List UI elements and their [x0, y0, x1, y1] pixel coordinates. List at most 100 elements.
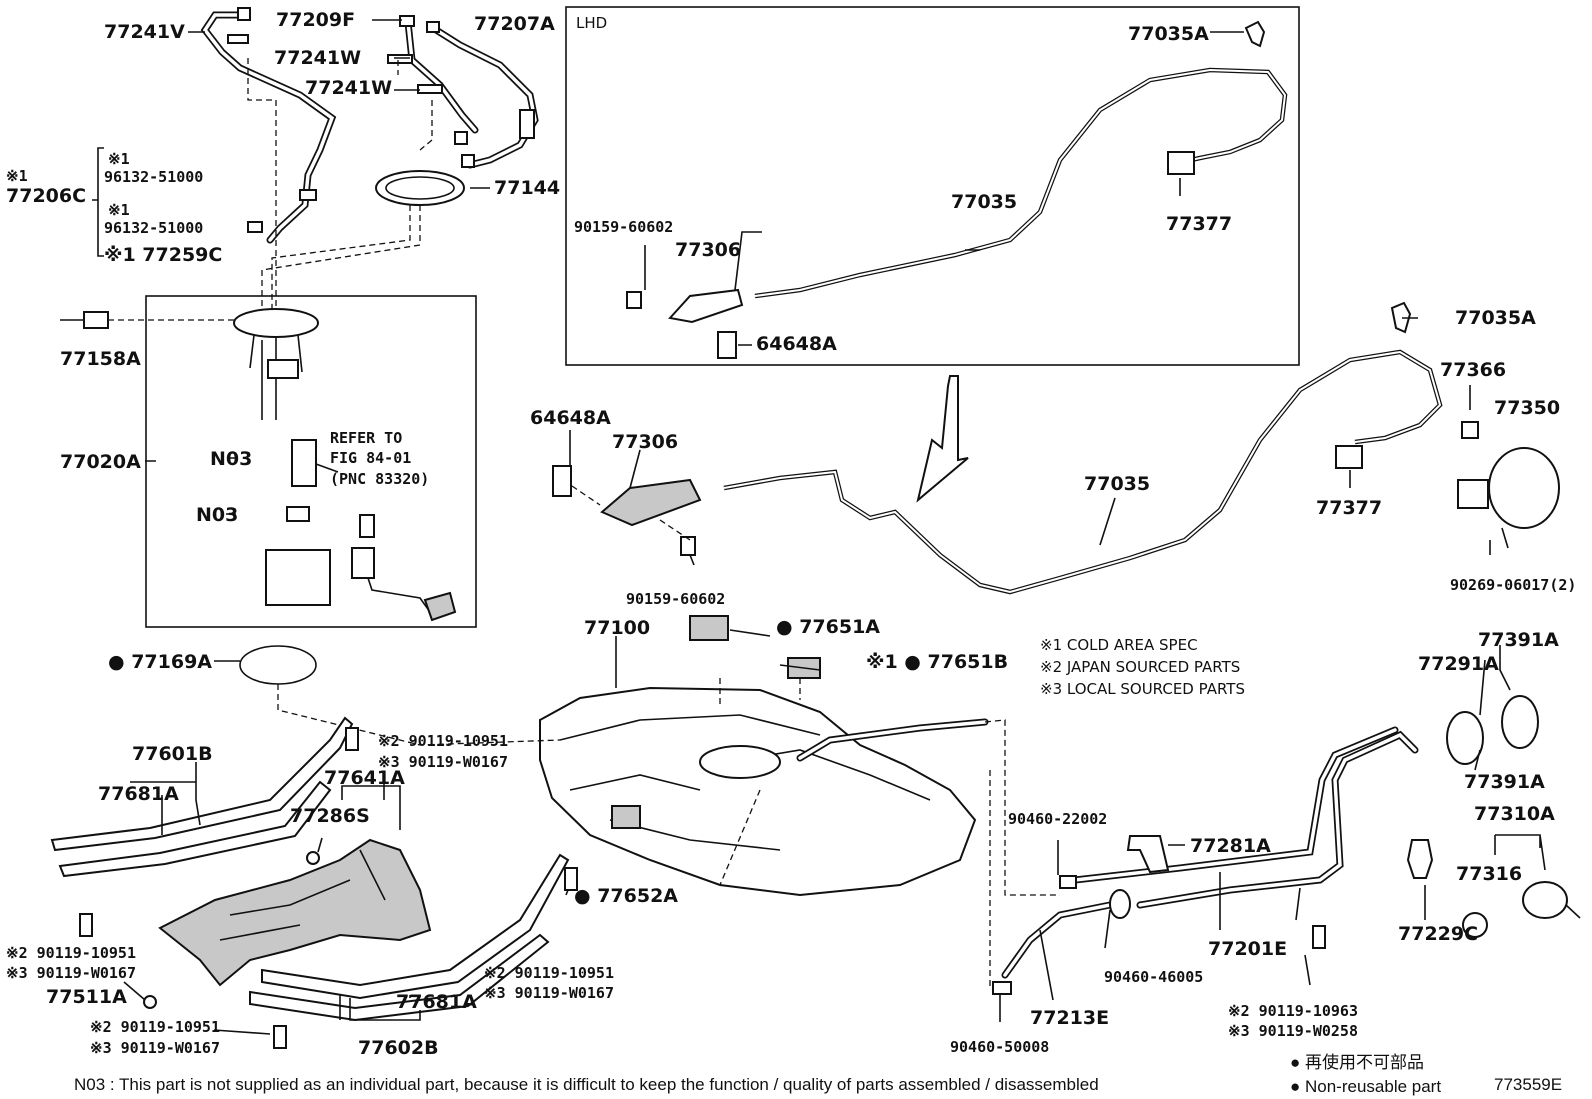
label-77366: 77366: [1440, 359, 1506, 381]
label-9011910963: ※2 90119-10963: [1228, 1002, 1358, 1020]
label-90460-50008: 90460-50008: [950, 1038, 1049, 1056]
label-9011910951-left: ※2 90119-10951: [6, 944, 136, 962]
label-77035: 77035: [1084, 473, 1150, 495]
label-90159: 90159-60602: [626, 590, 725, 608]
label-77310a: 77310A: [1474, 803, 1555, 825]
label-77035a-top: 77035A: [1128, 23, 1209, 45]
label-lhd: LHD: [576, 14, 607, 32]
label-77306-top: 77306: [675, 239, 741, 261]
label-77350: 77350: [1494, 397, 1560, 419]
label-77377: 77377: [1316, 497, 1382, 519]
label-note1-a: ※1: [108, 150, 130, 168]
label-77020a: 77020A: [60, 451, 141, 473]
label-90460-46005: 90460-46005: [1104, 968, 1203, 986]
label-77201e: 77201E: [1208, 938, 1287, 960]
label-77652a: ● 77652A: [574, 885, 678, 907]
filler-cap-77310a: [1462, 881, 1581, 938]
label-90119W0258: ※3 90119-W0258: [1228, 1022, 1358, 1040]
label-77286s: 77286S: [290, 805, 370, 827]
legend-note-2: ※2 JAPAN SOURCED PARTS: [1040, 658, 1240, 676]
legend-note-1: ※1 COLD AREA SPEC: [1040, 636, 1198, 654]
fuel-hose-77241v: [200, 7, 337, 244]
label-77241w-2: 77241W: [305, 77, 392, 99]
diagram-id: 773559E: [1494, 1075, 1562, 1094]
label-77158a: 77158A: [60, 348, 141, 370]
label-90159-top: 90159-60602: [574, 218, 673, 236]
clamps-96132: [247, 189, 317, 233]
label-note1-c: ※1: [108, 201, 130, 219]
label-9011910951-mid: ※2 90119-10951: [484, 964, 614, 982]
view-arrow: [916, 375, 969, 503]
label-77281a: 77281A: [1190, 835, 1271, 857]
label-90119W0167-mid: ※3 90119-W0167: [484, 984, 614, 1002]
gasket-77169a: [239, 645, 317, 685]
fuel-lid-opener-77306: [552, 465, 702, 556]
label-96132-b: 96132-51000: [104, 219, 203, 237]
label-77259c: ※1 77259C: [104, 244, 222, 266]
rhd-fuel-lid-cable: [723, 301, 1479, 595]
label-77391a-bottom: 77391A: [1464, 771, 1545, 793]
label-77511a: 77511A: [46, 986, 127, 1008]
label-77291a: 77291A: [1418, 653, 1499, 675]
label-77229c: 77229C: [1398, 923, 1478, 945]
label-n03-b: N03: [196, 504, 238, 526]
label-77241w-1: 77241W: [274, 47, 361, 69]
tank-protector-77641a: [158, 838, 432, 987]
fuel-tank-77100: [539, 615, 989, 897]
label-77391a-top: 77391A: [1478, 629, 1559, 651]
fuel-filler-door-77350: [1457, 447, 1560, 549]
legend-nonreuse-jp: ● 再使用不可部品: [1290, 1052, 1424, 1072]
label-n03-a: N03: [210, 448, 252, 470]
label-77681a-left: 77681A: [98, 783, 179, 805]
label-77241v: 77241V: [104, 21, 185, 43]
lock-ring-77144: [375, 170, 465, 206]
label-77602b: 77602B: [358, 1037, 439, 1059]
label-77209f: 77209F: [276, 9, 355, 31]
label-90119W0167-top: ※3 90119-W0167: [378, 753, 508, 771]
filler-hose-77213e: [992, 875, 1131, 995]
label-77601b: 77601B: [132, 743, 213, 765]
label-77306: 77306: [612, 431, 678, 453]
lhd-inset-frame: [565, 6, 1300, 366]
tank-band-77602b: [249, 853, 570, 1022]
label-refer-1: REFER TO: [330, 429, 402, 447]
label-90269: 90269-06017(2): [1450, 576, 1576, 594]
label-90119W0167-bottom: ※3 90119-W0167: [90, 1039, 220, 1057]
label-refer-2: FIG 84-01: [330, 449, 411, 467]
footnote-n03: N03 : This part is not supplied as an in…: [74, 1075, 1099, 1094]
bolts-90119: [79, 727, 1326, 1049]
label-77213e: 77213E: [1030, 1007, 1109, 1029]
label-77316: 77316: [1456, 863, 1522, 885]
label-90460-22002: 90460-22002: [1008, 810, 1107, 828]
label-77144: 77144: [494, 177, 560, 199]
filler-rings-77291a: [1446, 695, 1539, 765]
label-77641a: 77641A: [324, 767, 405, 789]
filler-bracket-77281a: [1126, 835, 1170, 874]
label-77651a: ● 77651A: [776, 616, 880, 638]
label-77169a: ● 77169A: [108, 651, 212, 673]
label-96132-a: 96132-51000: [104, 168, 203, 186]
label-77651b: ※1 ● 77651B: [866, 651, 1008, 673]
label-77206c: 77206C: [6, 185, 86, 207]
label-90119W0167-left: ※3 90119-W0167: [6, 964, 136, 982]
label-note1-b: ※1: [6, 167, 28, 185]
label-9011910951-bottom: ※2 90119-10951: [90, 1018, 220, 1036]
label-77035-top: 77035: [951, 191, 1017, 213]
label-9011910951-top: ※2 90119-10951: [378, 732, 508, 750]
label-64648a-top: 64648A: [756, 333, 837, 355]
label-64648a: 64648A: [530, 407, 611, 429]
label-77377-top: 77377: [1166, 213, 1232, 235]
fuel-hose-77207a: [387, 15, 539, 169]
lhd-fuel-lid-cable: [626, 20, 1288, 359]
clip-77229c: [1406, 839, 1434, 879]
label-refer-3: (PNC 83320): [330, 470, 429, 488]
label-77100: 77100: [584, 617, 650, 639]
bracket-77206c: [92, 147, 104, 257]
label-77681a-bottom: 77681A: [396, 991, 477, 1013]
label-77035a-right: 77035A: [1455, 307, 1536, 329]
legend-nonreuse-en: ● Non-reusable part: [1290, 1077, 1441, 1096]
filler-pipe-77201e: [1071, 726, 1419, 909]
legend-note-3: ※3 LOCAL SOURCED PARTS: [1040, 680, 1245, 698]
